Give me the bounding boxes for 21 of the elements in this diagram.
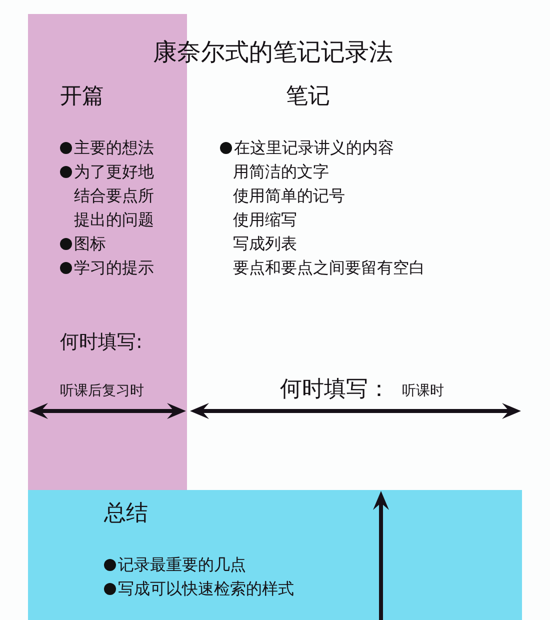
list-item: 写成列表 [233, 233, 297, 255]
section-heading: 总结 [104, 501, 148, 527]
list-item: 写成可以快速检索的样式 [118, 578, 294, 600]
list-item: 为了更好地结合要点所提出的问题 [74, 161, 154, 231]
time-note: 听课后复习时 [60, 382, 144, 400]
list-item: 使用缩写 [233, 209, 297, 231]
time-note: 听课时 [402, 382, 444, 400]
list-item: 学习的提示 [74, 257, 154, 279]
list-item: 主要的想法 [74, 137, 154, 159]
list-item: 要点和要点之间要留有空白 [233, 257, 425, 279]
list-item: 在这里记录讲义的内容 [234, 137, 394, 159]
diagram-title: 康奈尔式的笔记记录法 [153, 37, 393, 67]
prompt-heading: 何时填写: [60, 330, 142, 354]
section-heading: 开篇 [60, 84, 104, 110]
summary-panel [28, 490, 522, 620]
section-heading: 笔记 [286, 84, 330, 110]
list-item: 记录最重要的几点 [118, 554, 246, 576]
prompt-heading: 何时填写： [280, 376, 390, 404]
list-item: 使用简单的记号 [233, 185, 345, 207]
list-item: 图标 [74, 233, 106, 255]
list-item: 用简洁的文字 [233, 161, 329, 183]
